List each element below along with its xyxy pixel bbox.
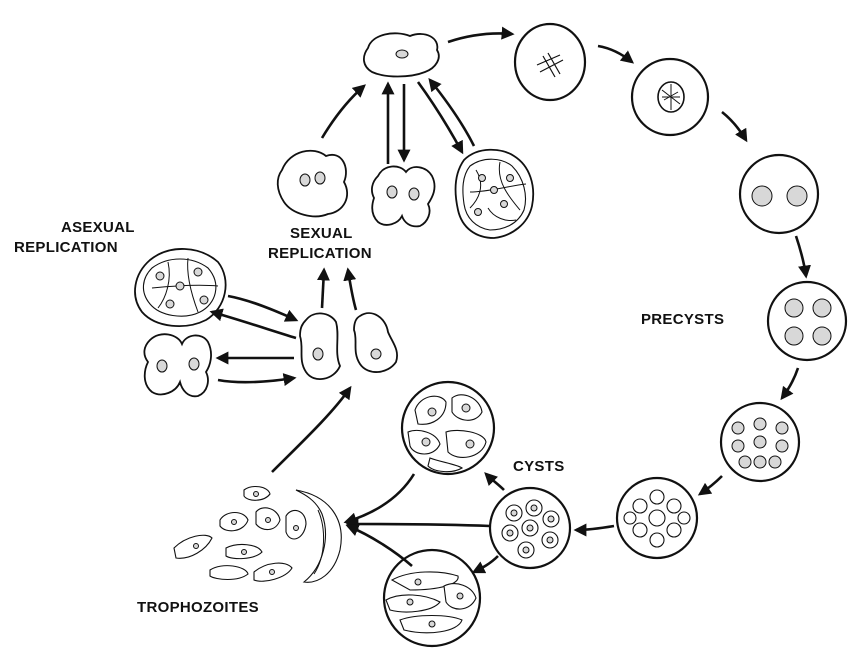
arrow-cyst-to-troph [348, 524, 490, 526]
arrow-precyst3-to-4 [796, 236, 806, 276]
precyst-stage-5 [721, 403, 799, 481]
precysts-label: PRECYSTS [641, 311, 724, 328]
sexual-multinucleate-cell [456, 150, 534, 238]
cyst-lower-excysting [384, 550, 480, 646]
arrow-upper-to-troph [346, 474, 414, 522]
asexual-replication-label-line1: ASEXUAL [61, 219, 135, 236]
sexual-replication-label-line1: SEXUAL [290, 225, 353, 242]
precyst-stage-4 [768, 282, 846, 360]
cyst-upper-excysting [402, 382, 494, 474]
asexual-binary-fission-cell [144, 334, 211, 396]
arrow-precyst2-to-3 [722, 112, 746, 140]
asexual-multinucleate-cell [135, 249, 226, 326]
trophozoite-cluster [174, 487, 341, 583]
cyst-center [490, 488, 570, 568]
arrow-central-to-sexual-left [322, 270, 324, 308]
central-trophozoite-right [354, 313, 397, 372]
arrow-precyst5-to-6 [700, 476, 722, 494]
arrow-precyst6-to-cyst [576, 526, 614, 530]
sexual-binucleate-cell [278, 151, 347, 217]
top-fused-cell [364, 33, 439, 76]
arrow-central-to-sexual-right [348, 270, 356, 310]
arrow-asexual-to-central-2 [218, 378, 294, 382]
precyst-stage-1 [515, 24, 585, 100]
sexual-replication-label-line2: REPLICATION [268, 245, 372, 262]
arrow-troph-to-central [272, 388, 350, 472]
precyst-stage-2 [632, 59, 708, 135]
arrow-fused-to-precyst1 [448, 33, 512, 42]
precyst-stage-3 [740, 155, 818, 233]
arrow-binucleate-to-top [322, 86, 364, 138]
central-trophozoite-left [300, 313, 340, 379]
arrow-central-to-asexual-1 [212, 312, 296, 338]
precyst-stage-6 [617, 478, 697, 558]
cysts-label: CYSTS [513, 458, 565, 475]
arrow-precyst4-to-5 [782, 368, 798, 398]
trophozoites-label: TROPHOZOITES [137, 599, 259, 616]
arrow-cyst-to-lower [474, 556, 498, 572]
sexual-fission-cell [372, 166, 435, 226]
asexual-replication-label-line2: REPLICATION [14, 239, 118, 256]
arrow-precyst1-to-2 [598, 46, 632, 62]
arrow-asexual-to-central-1 [228, 296, 296, 320]
arrow-cyst-to-upper [486, 474, 504, 490]
